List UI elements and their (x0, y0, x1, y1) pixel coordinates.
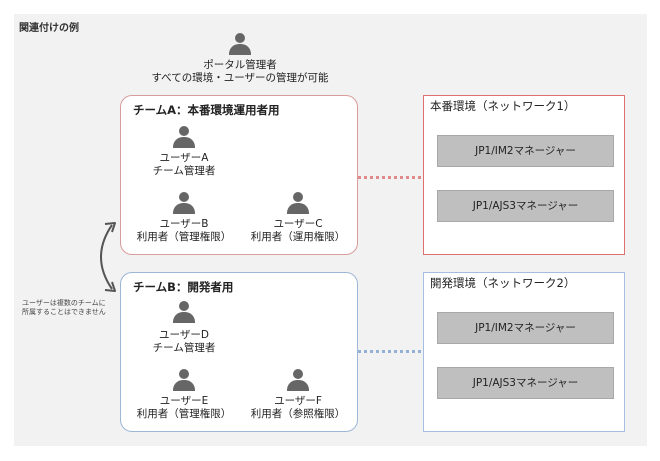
user-e-name: ユーザーE (159, 395, 209, 407)
user-b-role: 利用者（管理権限） (136, 231, 232, 243)
user-a-role: チーム管理者 (152, 165, 216, 177)
portal-admin-person-icon (229, 33, 251, 55)
team-b-env-2-connector (358, 350, 421, 353)
user-e-role: 利用者（管理権限） (136, 408, 232, 420)
user-f-role: 利用者（参照権限） (250, 408, 346, 420)
diagram-title: 関連付けの例 (19, 23, 79, 34)
env-2-im2-manager: JP1/IM2マネージャー (437, 312, 614, 344)
env-2-box: 開発環境（ネットワーク2） JP1/IM2マネージャー JP1/AJS3マネージ… (423, 272, 625, 432)
user-c-name: ユーザーC (273, 218, 323, 230)
team-a-env-1-connector (358, 176, 421, 179)
user-d-person-icon (173, 301, 195, 323)
user-c-person-icon (287, 192, 309, 214)
env-2-title: 開発環境（ネットワーク2） (430, 276, 576, 290)
env-1-box: 本番環境（ネットワーク1） JP1/IM2マネージャー JP1/AJS3マネージ… (423, 95, 625, 255)
user-f-person-icon (287, 369, 309, 391)
team-b-title: チームB：開発者用 (133, 280, 234, 294)
env-1-title: 本番環境（ネットワーク1） (430, 99, 576, 113)
user-d-role: チーム管理者 (152, 342, 216, 354)
env-1-ajs3-manager: JP1/AJS3マネージャー (437, 190, 614, 222)
note-line-1: ユーザーは複数のチームに (22, 299, 106, 307)
team-b-box: チームB：開発者用 ユーザーD チーム管理者 ユーザーE 利用者（管理権限） ユ… (120, 272, 358, 432)
env-2-ajs3-manager: JP1/AJS3マネージャー (437, 367, 614, 399)
user-a-name: ユーザーA (159, 152, 209, 164)
user-b-person-icon (173, 192, 195, 214)
note-line-2: 所属することはできません (22, 308, 106, 316)
team-exclusive-double-arrow (100, 222, 116, 292)
user-a-person-icon (173, 126, 195, 148)
team-a-box: チームA：本番環境運用者用 ユーザーA チーム管理者 ユーザーB 利用者（管理権… (120, 95, 358, 255)
user-e-person-icon (173, 369, 195, 391)
user-c-role: 利用者（運用権限） (250, 231, 346, 243)
portal-admin-name: ポータル管理者 (203, 59, 277, 71)
env-1-im2-manager: JP1/IM2マネージャー (437, 135, 614, 167)
portal-admin-desc: すべての環境・ユーザーの管理が可能 (151, 72, 329, 84)
user-d-name: ユーザーD (159, 329, 209, 341)
team-a-title: チームA：本番環境運用者用 (133, 103, 280, 117)
exclusive-membership-note: ユーザーは複数のチームに 所属することはできません (22, 299, 106, 317)
user-b-name: ユーザーB (159, 218, 209, 230)
user-f-name: ユーザーF (274, 395, 322, 407)
